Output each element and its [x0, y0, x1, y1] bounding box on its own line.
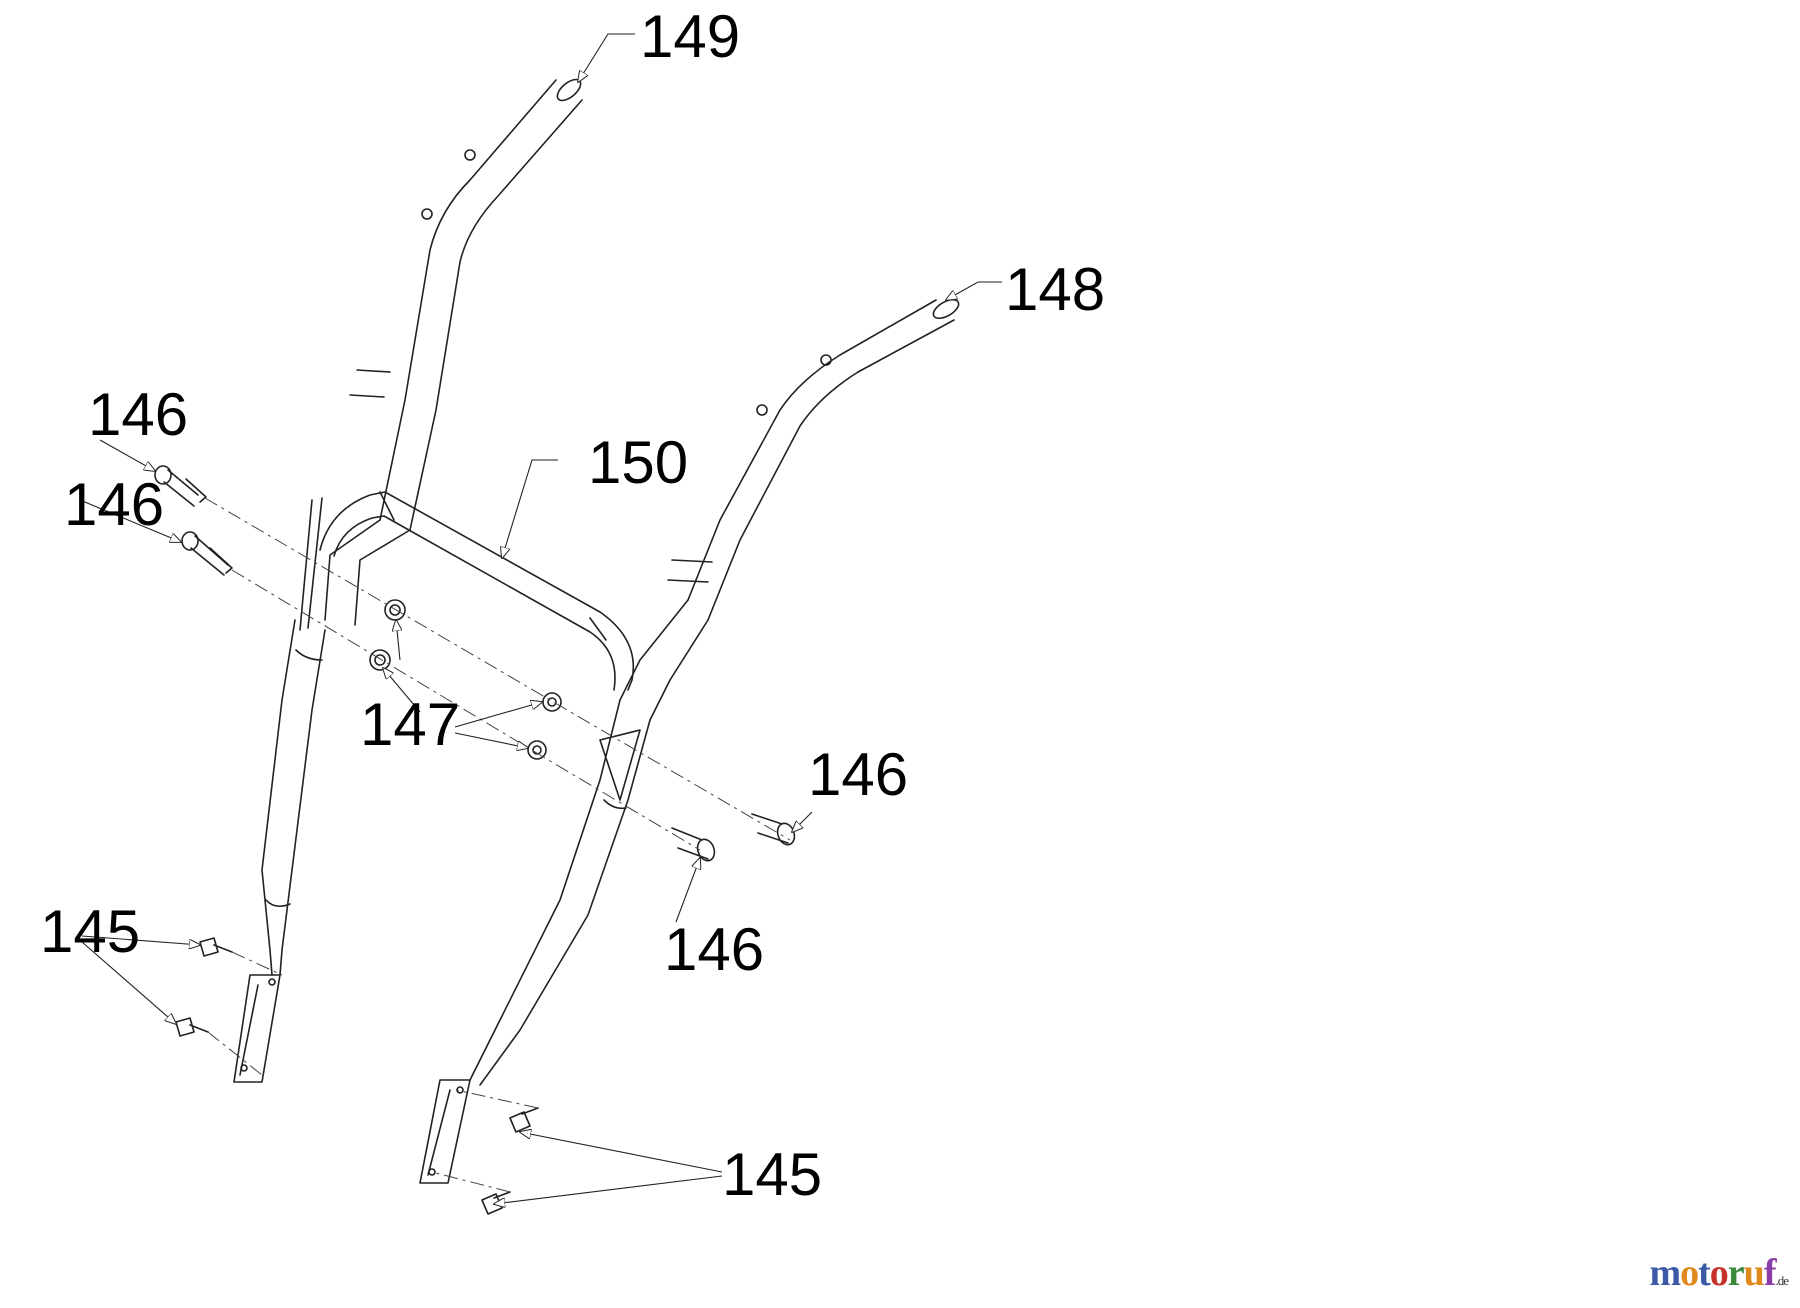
watermark-letter: m — [1649, 1252, 1681, 1294]
callout-147: 147 — [360, 691, 460, 758]
watermark-letter: o — [1709, 1252, 1729, 1294]
callout-148: 148 — [1005, 256, 1105, 323]
right-lower-handle-tube — [419, 699, 651, 1184]
watermark-letter: u — [1743, 1252, 1765, 1294]
bolt-146-upper — [154, 465, 207, 507]
nut-147-a — [384, 599, 406, 621]
callout-150: 150 — [588, 429, 688, 496]
watermark-text: motoruf — [1649, 1252, 1777, 1294]
watermark-tld: .de — [1775, 1273, 1788, 1288]
callout-145-left: 145 — [40, 898, 140, 965]
watermark-logo: motoruf.de — [1649, 1251, 1788, 1295]
nut-147-c — [542, 692, 562, 712]
bolt-145-right-upper — [509, 1107, 539, 1133]
bolt-145-left-lower — [175, 1017, 209, 1037]
watermark-letter: o — [1680, 1252, 1699, 1294]
leader-lines — [79, 33, 1002, 1204]
bolt-145-left-upper — [199, 937, 233, 957]
callout-146-upper: 146 — [88, 381, 188, 448]
bolt-146-lower — [181, 531, 233, 576]
callout-146-right-lower: 146 — [664, 916, 764, 983]
assembly-axis-lines — [204, 497, 791, 1193]
left-lower-handle-tube — [233, 619, 326, 1083]
watermark-letter: f — [1763, 1252, 1777, 1294]
left-upper-handle-tube — [299, 78, 583, 631]
callout-149: 149 — [640, 3, 740, 70]
watermark-letter: t — [1698, 1252, 1711, 1294]
bolt-146-right-lower — [671, 827, 716, 862]
nut-147-b — [369, 649, 391, 671]
nut-147-d — [527, 740, 547, 760]
cross-bar — [319, 491, 635, 691]
callout-146-lower: 146 — [64, 471, 164, 538]
watermark-letter: r — [1727, 1252, 1745, 1294]
right-upper-handle-tube — [619, 298, 960, 721]
callout-146-right-upper: 146 — [808, 741, 908, 808]
callout-145-right: 145 — [722, 1141, 822, 1208]
